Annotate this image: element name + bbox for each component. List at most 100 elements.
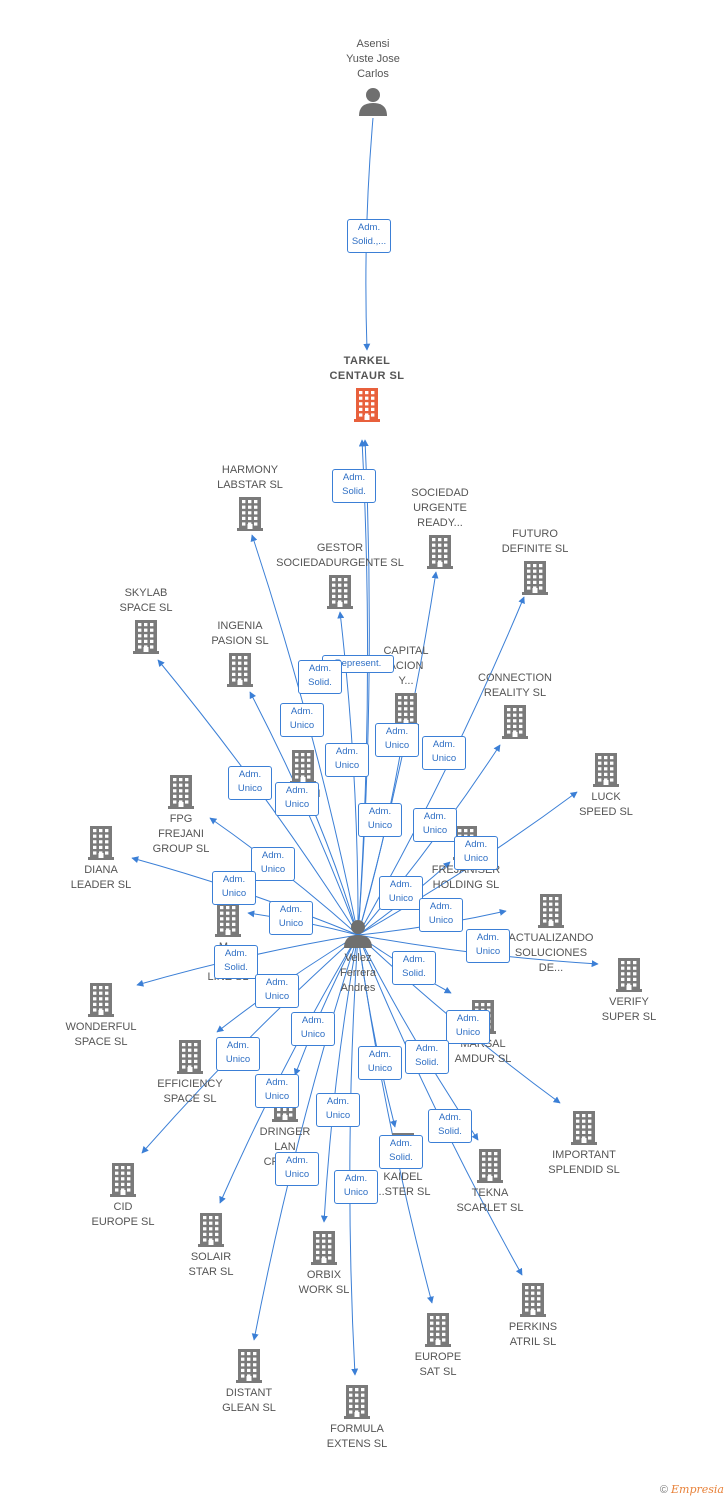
role-badge[interactable]: Adm. Unico [379,876,423,910]
node-label[interactable]: ORBIX WORK SL [298,1269,350,1296]
role-label: Adm. Solid. [308,663,332,688]
role-badge[interactable]: Adm. Unico [228,766,272,800]
node-label[interactable]: INGENIA PASION SL [211,620,269,647]
role-badge[interactable]: Adm. Unico [358,1046,402,1080]
building-icon [125,1040,255,1074]
node-label[interactable]: SKYLAB SPACE SL [119,587,173,614]
role-badge[interactable]: Adm. Unico [334,1170,378,1204]
company-node-luck[interactable]: LUCK SPEED SL [541,753,671,820]
node-label[interactable]: IMPORTANT SPLENDID SL [548,1149,620,1176]
node-label[interactable]: LUCK SPEED SL [579,791,633,818]
person-node-asensi[interactable]: Asensi Yuste Jose Carlos [308,37,438,116]
company-node-verify[interactable]: VERIFY SUPER SL [564,958,694,1025]
company-node-ingenia[interactable]: INGENIA PASION SL [175,619,305,687]
company-node-solair[interactable]: SOLAIR STAR SL [146,1213,276,1280]
building-icon [163,903,293,937]
company-node-cid[interactable]: CID EUROPE SL [58,1163,188,1230]
company-node-tekna[interactable]: TEKNA SCARLET SL [425,1149,555,1216]
node-label[interactable]: PERKINS ATRIL SL [508,1321,558,1348]
company-node-distant[interactable]: DISTANT GLEAN SL [184,1349,314,1416]
node-label[interactable]: CID EUROPE SL [91,1201,155,1228]
role-badge[interactable]: Adm. Unico [275,1152,319,1186]
role-badge[interactable]: Adm. Unico [291,1012,335,1046]
role-badge[interactable]: Adm. Unico [255,1074,299,1108]
role-badge[interactable]: Adm. Unico [275,782,319,816]
role-badge[interactable]: Adm. Unico [466,929,510,963]
node-label[interactable]: Velez Ferrera Andres [339,952,377,994]
company-node-sociedad[interactable]: SOCIEDAD URGENTE READY... [375,486,505,569]
node-label[interactable]: FORMULA EXTENS SL [326,1423,388,1450]
role-badge[interactable]: Adm. Solid. [405,1040,449,1074]
company-node-diana[interactable]: DIANA LEADER SL [36,826,166,893]
role-badge[interactable]: Adm. Unico [269,901,313,935]
role-label: Adm. Solid. [415,1043,439,1068]
node-label[interactable]: DISTANT GLEAN SL [222,1387,276,1414]
role-badge[interactable]: Adm. Unico [358,803,402,837]
role-badge[interactable]: Adm. Unico [325,743,369,777]
node-label[interactable]: MARSAL AMDUR SL [454,1038,512,1065]
company-node-wonderful[interactable]: WONDERFUL SPACE SL [36,983,166,1050]
building-icon [184,1349,314,1383]
node-label[interactable]: HARMONY LABSTAR SL [217,464,283,491]
node-label[interactable]: KAIDEL ...STER SL [375,1171,431,1198]
company-node-gestor[interactable]: GESTOR SOCIEDADURGENTE SL [275,541,405,609]
role-badge[interactable]: Adm. Unico [454,836,498,870]
company-node-futuro[interactable]: FUTURO DEFINITE SL [470,527,600,595]
company-node-perkins[interactable]: PERKINS ATRIL SL [468,1283,598,1350]
node-label[interactable]: ACTUALIZANDO SOLUCIONES DE... [508,932,594,974]
node-label[interactable]: CAPITAL ACION Y... [383,645,429,687]
company-node-important[interactable]: IMPORTANT SPLENDID SL [519,1111,649,1178]
role-badge[interactable]: Adm. Unico [419,898,463,932]
role-badge[interactable]: Adm. Unico [422,736,466,770]
relation-edge-velez-orbix [320,934,359,1223]
company-node-connection[interactable]: CONNECTION REALITY SL [450,671,580,739]
role-badge[interactable]: Adm. Solid. [298,660,342,694]
empresia-logo[interactable]: Empresia [671,1483,724,1496]
role-badge[interactable]: Adm. Solid. [379,1135,423,1169]
company-node-actualizando[interactable]: ACTUALIZANDO SOLUCIONES DE... [486,894,616,976]
role-badge[interactable]: Adm. Unico [316,1093,360,1127]
node-label[interactable]: DIANA LEADER SL [70,864,132,891]
company-node-formula[interactable]: FORMULA EXTENS SL [292,1385,422,1452]
role-label: Adm. Unico [264,977,290,1002]
node-label[interactable]: CONNECTION REALITY SL [478,672,552,699]
company-node-europe[interactable]: EUROPE SAT SL [373,1313,503,1380]
node-label[interactable]: GESTOR SOCIEDADURGENTE SL [276,542,404,569]
company-node-orbix[interactable]: ORBIX WORK SL [259,1231,389,1298]
node-label[interactable]: WONDERFUL SPACE SL [65,1021,137,1048]
node-label[interactable]: VERIFY SUPER SL [601,996,657,1023]
role-label: Adm. Unico [221,874,247,899]
company-node-harmony[interactable]: HARMONY LABSTAR SL [185,463,315,531]
node-label[interactable]: EUROPE SAT SL [414,1351,462,1378]
role-badge[interactable]: Adm. Solid. [392,951,436,985]
role-badge[interactable]: Adm. Unico [280,703,324,737]
person-icon [293,918,423,948]
role-badge[interactable]: Adm. Unico [375,723,419,757]
node-label[interactable]: FPG FREJANI GROUP SL [152,813,210,855]
role-badge[interactable]: Adm. Unico [216,1037,260,1071]
role-badge[interactable]: Adm. Solid. [428,1109,472,1143]
role-badge[interactable]: Adm. Solid. [214,945,258,979]
node-label[interactable]: EFFICIENCY SPACE SL [157,1078,223,1105]
node-label[interactable]: FUTURO DEFINITE SL [501,528,569,555]
role-badge[interactable]: Adm. Solid.,... [347,219,391,253]
role-badge[interactable]: Adm. Unico [446,1010,490,1044]
company-node-capital[interactable]: CAPITAL ACION Y... [341,644,471,727]
role-badge[interactable]: Adm. Unico [413,808,457,842]
role-badge[interactable]: Adm. Unico [255,974,299,1008]
company-node-efficiency[interactable]: EFFICIENCY SPACE SL [125,1040,255,1107]
role-label: Adm. Solid. [402,954,426,979]
company-node-fpg[interactable]: FPG FREJANI GROUP SL [116,775,246,857]
node-label[interactable]: TARKEL CENTAUR SL [329,355,405,382]
person-icon [308,86,438,116]
node-label[interactable]: Asensi Yuste Jose Carlos [346,38,400,80]
company-node-skylab[interactable]: SKYLAB SPACE SL [81,586,211,654]
role-badge[interactable]: Adm. Solid. [332,469,376,503]
node-label[interactable]: TEKNA SCARLET SL [456,1187,524,1214]
node-label[interactable]: SOLAIR STAR SL [188,1251,234,1278]
role-badge[interactable]: Adm. Unico [251,847,295,881]
company-node-tarkel[interactable]: TARKEL CENTAUR SL [302,354,432,422]
role-badge[interactable]: Adm. Unico [212,871,256,905]
node-label[interactable]: SOCIEDAD URGENTE READY... [411,487,469,529]
person-node-velez[interactable]: Velez Ferrera Andres [293,918,423,996]
